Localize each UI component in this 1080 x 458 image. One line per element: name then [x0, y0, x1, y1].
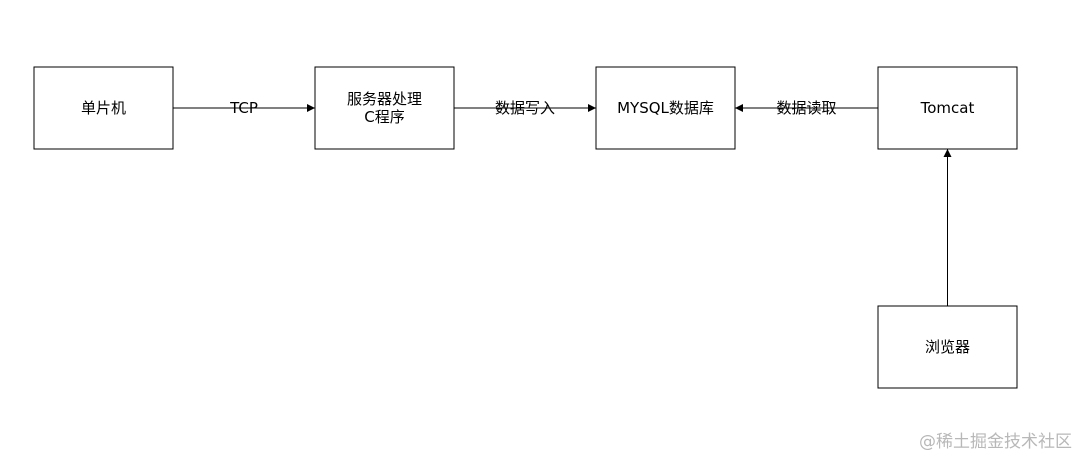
node-box-tomcat	[877, 66, 1018, 150]
node-browser: 浏览器	[877, 305, 1018, 389]
node-box-server	[314, 66, 455, 150]
watermark-text: @稀土掘金技术社区	[919, 432, 1072, 452]
node-mysql: MYSQL数据库	[595, 66, 736, 150]
node-label-server: 服务器处理	[347, 90, 422, 108]
edge-label-background	[0, 0, 2, 1]
node-box-mcu	[33, 66, 174, 150]
edge-tomcat-to-mysql: 数据读取	[0, 0, 878, 117]
edges-layer: TCP 数据写入 数据读取	[0, 0, 952, 306]
node-tomcat: Tomcat	[877, 66, 1018, 150]
node-label-server: C程序	[364, 108, 404, 126]
edge-label: TCP	[229, 99, 258, 117]
node-mcu: 单片机	[33, 66, 174, 150]
node-label-mcu: 单片机	[81, 99, 126, 117]
node-box-browser	[877, 305, 1018, 389]
edge-label: 数据写入	[495, 99, 555, 117]
node-box-mysql	[595, 66, 736, 150]
node-label-mysql: MYSQL数据库	[617, 99, 714, 117]
edge-label: 数据读取	[776, 99, 836, 117]
node-label-browser: 浏览器	[925, 338, 970, 356]
node-label-tomcat: Tomcat	[920, 99, 975, 117]
